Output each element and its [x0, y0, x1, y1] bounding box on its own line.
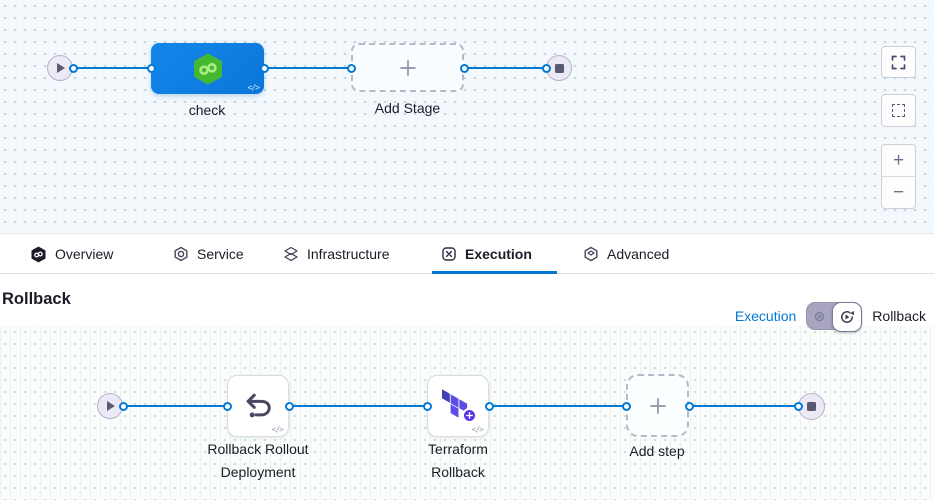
expand-icon — [891, 55, 906, 69]
tab-execution[interactable]: Execution — [441, 234, 532, 274]
step-node-rollback-rollout-deployment[interactable]: </> — [227, 375, 289, 437]
plus-icon — [399, 59, 416, 76]
step-label-line2: Deployment — [220, 464, 296, 480]
add-step-label: Add step — [629, 443, 685, 459]
plus-icon — [649, 397, 666, 414]
rollback-steps-canvas: </> Rollback Rollout Deployment </> Terr… — [0, 326, 934, 500]
execution-mode-link[interactable]: Execution — [734, 308, 797, 324]
harness-logo-icon — [193, 53, 222, 84]
play-icon — [106, 401, 115, 411]
tab-service[interactable]: Service — [173, 234, 244, 274]
tab-advanced[interactable]: Advanced — [583, 234, 669, 274]
tab-label: Service — [197, 246, 244, 262]
overview-icon — [31, 246, 46, 262]
add-stage-label: Add Stage — [374, 100, 441, 116]
connector-dot — [541, 63, 551, 73]
rollback-mode-label: Rollback — [872, 308, 926, 324]
execution-mode-icon — [815, 311, 825, 322]
connector-dot — [284, 401, 294, 411]
advanced-icon — [584, 246, 598, 262]
step-label-line2: Rollback — [431, 464, 485, 480]
terraform-icon — [442, 388, 468, 418]
zoom-stack: + − — [881, 144, 916, 209]
link-line — [264, 67, 351, 69]
step-label-line1: Terraform — [428, 441, 488, 457]
toggle-knob[interactable] — [832, 302, 863, 332]
connector-dot — [346, 63, 356, 73]
link-line — [123, 405, 227, 407]
tab-label: Execution — [465, 246, 532, 262]
connector-dot — [68, 63, 78, 73]
connector-dot — [118, 401, 128, 411]
tab-label: Overview — [55, 246, 114, 262]
link-line — [464, 67, 546, 69]
infrastructure-icon — [284, 246, 298, 262]
link-line — [489, 405, 626, 407]
code-icon: </> — [247, 83, 260, 92]
tab-overview[interactable]: Overview — [30, 234, 113, 274]
execution-icon — [442, 247, 456, 261]
marquee-select-icon — [892, 104, 905, 117]
stop-icon — [554, 63, 564, 73]
connector-dot — [484, 401, 494, 411]
connector-dot — [684, 401, 694, 411]
add-stage-button[interactable] — [351, 43, 464, 92]
step-node-terraform-rollback[interactable]: </> — [427, 375, 489, 437]
stage-node-check[interactable]: </> — [151, 43, 264, 94]
link-line — [689, 405, 798, 407]
play-icon — [56, 63, 65, 73]
link-line — [289, 405, 427, 407]
connector-dot — [146, 63, 156, 73]
link-line — [73, 67, 151, 69]
mode-toggle[interactable] — [806, 302, 863, 332]
zoom-in-button[interactable]: + — [882, 145, 915, 177]
stage-config-tabs: Overview Service Infrastructure Executio… — [0, 233, 934, 274]
rollback-start-node — [97, 393, 123, 419]
stage-name-label: check — [188, 102, 226, 118]
fullscreen-button[interactable] — [881, 46, 916, 78]
connector-dot — [793, 401, 803, 411]
zoom-out-button[interactable]: − — [892, 181, 905, 203]
stage-canvas: </> check Add Stage + − — [0, 0, 934, 233]
connector-dot — [621, 401, 631, 411]
marquee-select-button[interactable] — [881, 94, 916, 127]
service-icon — [174, 246, 188, 262]
stop-icon — [807, 402, 816, 411]
connector-dot — [422, 401, 432, 411]
rollback-mode-icon — [841, 310, 855, 323]
connector-dot — [259, 63, 269, 73]
undo-icon — [246, 393, 271, 418]
tab-label: Advanced — [607, 246, 670, 262]
tab-infrastructure[interactable]: Infrastructure — [283, 234, 389, 274]
add-step-button[interactable] — [626, 374, 689, 437]
code-icon: </> — [471, 425, 484, 434]
step-label-line1: Rollback Rollout — [207, 441, 309, 457]
execution-rollback-switcher: Execution Rollback — [734, 301, 926, 332]
plus-badge-icon — [462, 408, 477, 423]
step-label: Terraform Rollback — [398, 438, 518, 484]
tab-label: Infrastructure — [307, 246, 390, 262]
connector-dot — [459, 63, 469, 73]
rollback-section-header: Rollback Execution Rollback — [0, 274, 934, 332]
connector-dot — [222, 401, 232, 411]
step-label: Rollback Rollout Deployment — [168, 438, 348, 484]
section-title: Rollback — [2, 290, 71, 308]
active-tab-indicator — [432, 271, 557, 274]
code-icon: </> — [271, 425, 284, 434]
